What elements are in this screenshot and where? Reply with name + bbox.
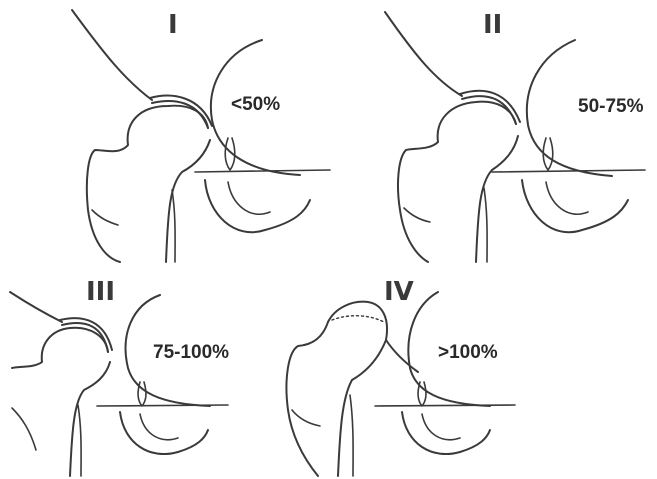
obturator-inner-1 [228,182,270,214]
grade-numeral-4: IV [384,277,414,307]
femoral-head-4 [328,302,387,476]
reference-line-3 [97,405,228,406]
obturator-outer-3 [120,412,208,454]
grade-numeral-2: II [483,10,502,40]
panel-grade-2: II 50-75% [385,10,645,262]
trochanter-1 [92,210,118,225]
obturator-outer-1 [205,180,310,232]
femoral-head-1 [87,106,208,262]
femoral-head-3 [12,328,108,368]
obturator-outer-2 [522,180,628,232]
acetabular-roof-3 [60,318,112,352]
reference-line-2 [492,170,645,172]
femoral-shaft-3 [78,405,81,476]
trochanter-3 [12,408,36,450]
femoral-shaft-1 [172,190,175,262]
femoral-outline-4 [286,322,328,476]
panel-grade-3: III 75-100% [10,277,229,476]
coverage-label-3: 75-100% [153,342,229,363]
panel-grade-1: I <50% [72,10,330,262]
ilium-outline-4 [386,340,418,372]
femoral-head-2 [398,102,516,262]
panel-grade-4: IV >100% [286,277,515,476]
femoral-neck-2 [476,136,518,262]
grade-numeral-3: III [86,277,115,307]
ilium-outline-3 [10,292,62,322]
ilium-outline-2 [385,12,462,96]
obturator-inner-3 [140,414,178,440]
obturator-outer-4 [402,412,490,454]
teardrop-4 [418,382,426,406]
reference-line-4 [375,405,515,406]
acetabular-roof-dashed-4 [332,316,384,322]
acetabular-roof-2 [460,91,520,124]
femoral-neck-3 [70,362,110,476]
coverage-label-1: <50% [231,94,280,115]
grade-numeral-1: I [168,10,178,40]
coverage-label-4: >100% [438,342,498,363]
obturator-inner-2 [546,182,588,214]
coverage-label-2: 50-75% [578,96,644,117]
reference-line-1 [195,170,330,172]
teardrop-3 [138,382,146,406]
trochanter-2 [404,208,430,222]
femoral-shaft-2 [484,188,487,262]
trochanter-4 [292,410,320,426]
femoral-shaft-4 [350,395,353,476]
ilium-outline-1 [72,10,152,100]
acetabular-roof-1 [150,96,212,128]
obturator-inner-4 [422,414,460,440]
